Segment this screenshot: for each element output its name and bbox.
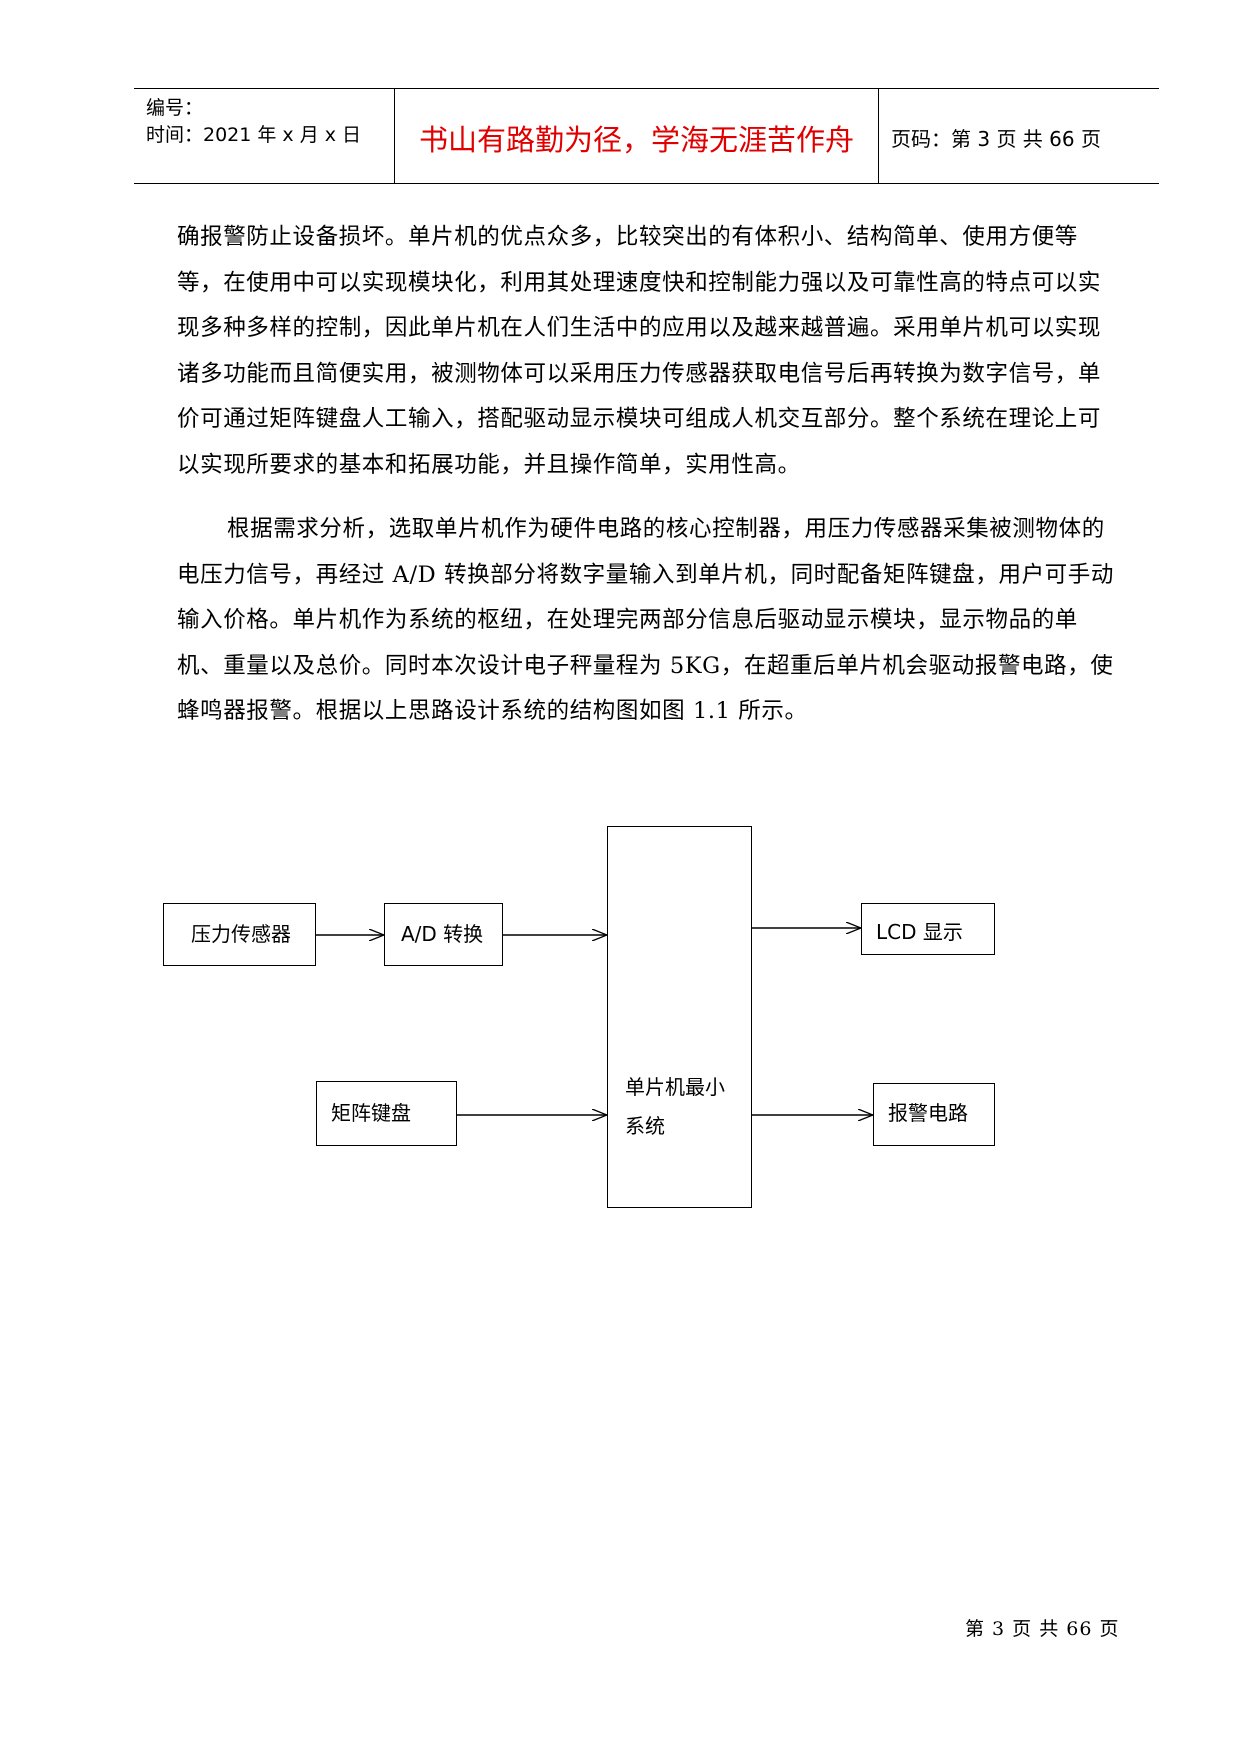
mcu-label-line2: 系统 [625,1114,665,1138]
document-number-label: 编号： [146,97,204,119]
header-motto-cell: 书山有路勤为径，学海无涯苦作舟 [394,89,879,183]
keypad-box: 矩阵键盘 [316,1081,457,1146]
page-header: 编号： 时间：2021 年 x 月 x 日 书山有路勤为径，学海无涯苦作舟 页码… [134,88,1159,184]
alarm-circuit-label: 报警电路 [888,1101,968,1125]
ad-converter-box: A/D 转换 [384,903,503,966]
pressure-sensor-label: 压力传感器 [191,922,291,946]
alarm-circuit-box: 报警电路 [873,1083,995,1146]
header-motto: 书山有路勤为径，学海无涯苦作舟 [418,123,854,157]
ad-converter-label: A/D 转换 [401,922,484,946]
lcd-display-label: LCD 显示 [876,920,963,944]
mcu-label-line1: 单片机最小 [625,1075,725,1099]
header-page-cell: 页码：第 3 页 共 66 页 [879,89,1159,183]
body-paragraph-2: 根据需求分析，选取单片机作为硬件电路的核心控制器，用压力传感器采集被测物体的电压… [177,516,1114,724]
keypad-label: 矩阵键盘 [331,1101,411,1125]
mcu-box: 单片机最小 系统 [607,826,752,1208]
document-time-label: 时间：2021 年 x 月 x 日 [146,124,362,146]
lcd-display-box: LCD 显示 [861,903,995,955]
page-footer-number: 第 3 页 共 66 页 [965,1618,1120,1640]
body-paragraph-1: 确报警防止设备损坏。单片机的优点众多，比较突出的有体积小、结构简单、使用方便等等… [177,224,1102,478]
pressure-sensor-box: 压力传感器 [163,903,316,966]
header-meta-cell: 编号： 时间：2021 年 x 月 x 日 [134,89,394,183]
header-page-info: 页码：第 3 页 共 66 页 [891,127,1101,151]
